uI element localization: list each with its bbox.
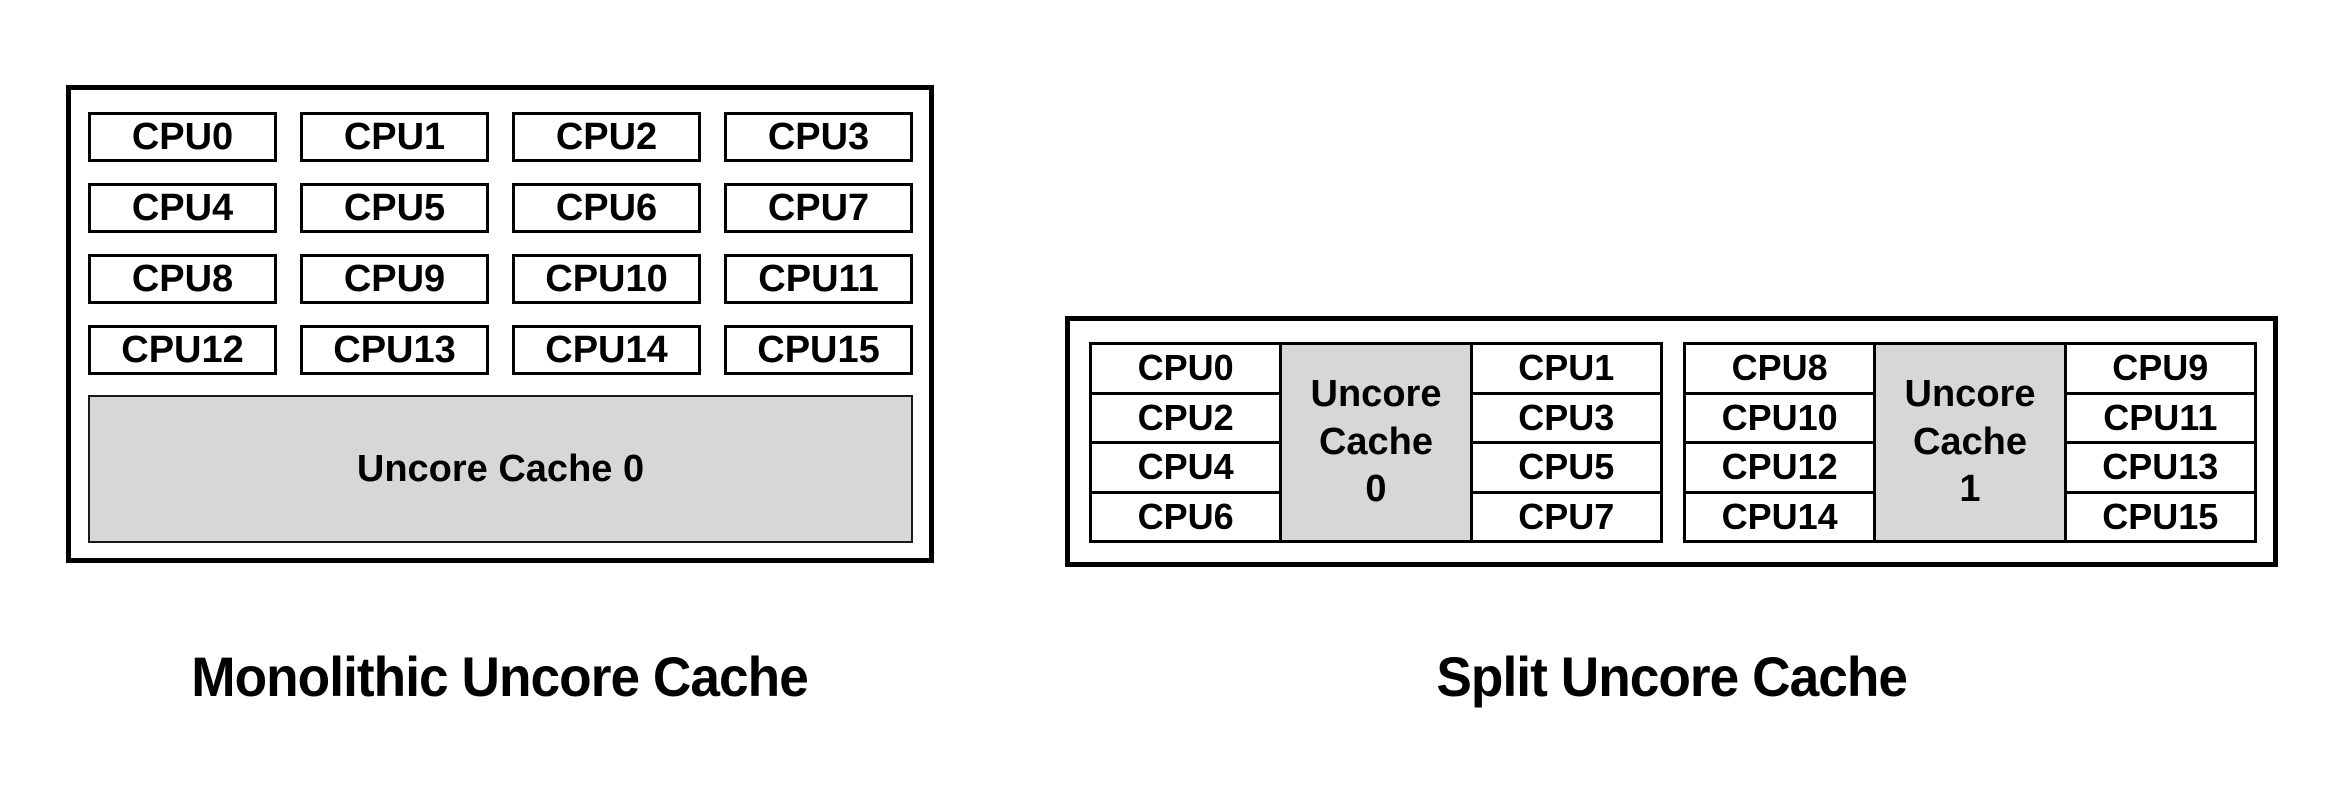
cpu-box: CPU8 <box>88 254 277 304</box>
split-diagram-box: CPU0 Uncore Cache 0 CPU1 CPU2 CPU3 CPU4 … <box>1065 316 2278 567</box>
cpu-box: CPU2 <box>512 112 701 162</box>
monolithic-cpu-grid: CPU0 CPU1 CPU2 CPU3 CPU4 CPU5 CPU6 CPU7 … <box>88 112 913 375</box>
cache-line: Uncore <box>1904 373 2036 416</box>
cache-line: Cache <box>1318 420 1434 463</box>
cpu-cell: CPU7 <box>1472 493 1660 540</box>
cpu-cell: CPU2 <box>1092 394 1280 441</box>
cpu-box: CPU1 <box>300 112 489 162</box>
cpu-cell: CPU12 <box>1686 444 1874 491</box>
cpu-cell: CPU15 <box>2066 493 2254 540</box>
split-group-1: CPU8 Uncore Cache 1 CPU9 CPU10 CPU11 CPU… <box>1683 342 2257 543</box>
cpu-box: CPU7 <box>724 183 913 233</box>
monolithic-diagram-box: CPU0 CPU1 CPU2 CPU3 CPU4 CPU5 CPU6 CPU7 … <box>66 85 934 563</box>
uncore-cache-0-bar: Uncore Cache 0 <box>88 395 913 543</box>
cpu-cell: CPU5 <box>1472 444 1660 491</box>
cpu-box: CPU10 <box>512 254 701 304</box>
cpu-box: CPU12 <box>88 325 277 375</box>
cpu-box: CPU4 <box>88 183 277 233</box>
cpu-cell: CPU13 <box>2066 444 2254 491</box>
uncore-cache-1-cell: Uncore Cache 1 <box>1876 345 2064 540</box>
cpu-box: CPU15 <box>724 325 913 375</box>
cpu-box: CPU13 <box>300 325 489 375</box>
cpu-cell: CPU3 <box>1472 394 1660 441</box>
cache-line: Cache <box>1912 420 2028 463</box>
cpu-cell: CPU11 <box>2066 394 2254 441</box>
cpu-box: CPU0 <box>88 112 277 162</box>
uncore-cache-0-cell: Uncore Cache 0 <box>1282 345 1470 540</box>
cpu-cell: CPU14 <box>1686 493 1874 540</box>
cache-line: 0 <box>1365 468 1387 511</box>
cache-line: Uncore <box>1310 373 1442 416</box>
cpu-cell: CPU1 <box>1472 345 1660 392</box>
cpu-cell: CPU6 <box>1092 493 1280 540</box>
cpu-box: CPU14 <box>512 325 701 375</box>
cpu-box: CPU11 <box>724 254 913 304</box>
cpu-cell: CPU0 <box>1092 345 1280 392</box>
cpu-box: CPU3 <box>724 112 913 162</box>
caption-text: Monolithic Uncore Cache <box>191 644 810 708</box>
caption-text: Split Uncore Cache <box>1436 644 1908 708</box>
cpu-cell: CPU8 <box>1686 345 1874 392</box>
cpu-cell: CPU9 <box>2066 345 2254 392</box>
cpu-box: CPU6 <box>512 183 701 233</box>
cpu-cell: CPU4 <box>1092 444 1280 491</box>
cache-line: 1 <box>1959 468 1981 511</box>
split-caption: Split Uncore Cache <box>1065 640 2278 712</box>
split-group-0: CPU0 Uncore Cache 0 CPU1 CPU2 CPU3 CPU4 … <box>1089 342 1663 543</box>
monolithic-caption: Monolithic Uncore Cache <box>66 640 934 712</box>
cpu-cell: CPU10 <box>1686 394 1874 441</box>
cpu-box: CPU5 <box>300 183 489 233</box>
cpu-box: CPU9 <box>300 254 489 304</box>
